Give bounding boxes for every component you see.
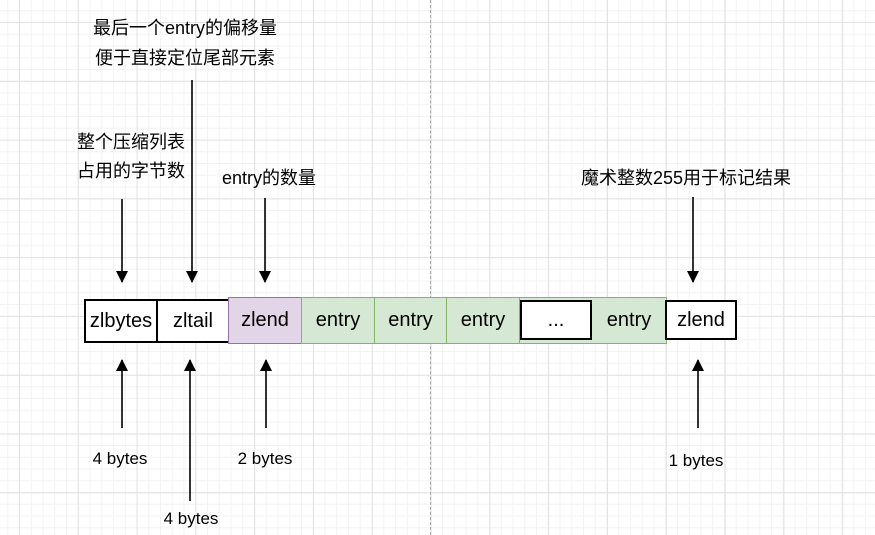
ziplist-cell-zlend-end: zlend	[665, 300, 737, 340]
ziplist-cell-entry: entry	[375, 298, 447, 343]
ziplist-cell-ellipsis-wrap: ...	[520, 298, 592, 343]
size-label-zltail: 4 bytes	[163, 509, 219, 528]
ziplist-cell-zltail: zltail	[156, 299, 230, 343]
note-zlbytes-line1: 整个压缩列表	[77, 132, 185, 152]
ziplist-entries-strip: entry entry entry ... entry	[301, 297, 667, 344]
size-label-zlbytes: 4 bytes	[92, 449, 148, 468]
note-zltail-line1: 最后一个entry的偏移量	[92, 18, 278, 38]
ziplist-cell-entry: entry	[606, 309, 652, 331]
note-zltail-line2: 便于直接定位尾部元素	[95, 48, 275, 68]
note-magic-number: 魔术整数255用于标记结果	[581, 168, 792, 188]
ziplist-cell-entry: entry	[447, 298, 520, 343]
size-label-zlend-header: 2 bytes	[237, 449, 293, 468]
size-label-zlend-end: 1 bytes	[668, 451, 724, 470]
ziplist-cell-ellipsis: ...	[520, 300, 592, 340]
note-zlbytes-total: 整个压缩列表 占用的字节数	[70, 128, 192, 186]
ziplist-cell-entry: entry	[302, 298, 375, 343]
note-entry-count: entry的数量	[222, 168, 317, 188]
note-zlbytes-line2: 占用的字节数	[77, 161, 185, 181]
page-boundary-dashed-line	[430, 0, 431, 535]
ziplist-cell-zlbytes: zlbytes	[84, 299, 158, 343]
note-zltail-offset: 最后一个entry的偏移量 便于直接定位尾部元素	[85, 13, 285, 73]
ziplist-cell-zlend-header: zlend	[228, 297, 302, 344]
